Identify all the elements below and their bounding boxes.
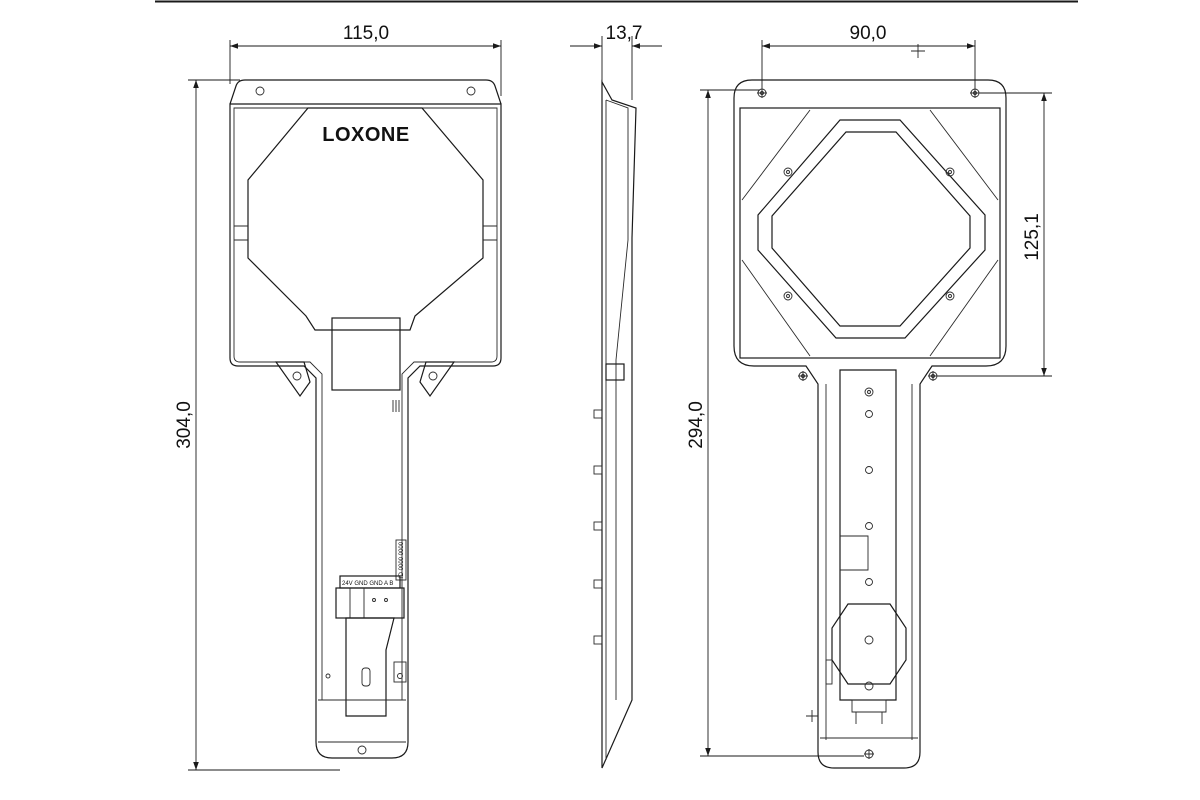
crosshair-icon [757, 88, 980, 98]
front-view: LOXONE ID 0000 0000 24V GND GND A B [229, 79, 502, 759]
front-vent-lines [392, 400, 400, 412]
terminal-block [335, 587, 405, 619]
side-view [593, 79, 637, 769]
terminal-label: 24V GND GND A B [342, 581, 393, 587]
hex-hole-icon [864, 635, 874, 645]
back-hole-spacing-dimension: 90,0 [761, 23, 976, 88]
serial-label-box [395, 539, 407, 581]
back-handle-rails [825, 384, 913, 740]
front-housing-outline [229, 103, 502, 759]
front-connector [393, 661, 407, 683]
side-clip [593, 409, 603, 419]
back-outer-diamond [757, 119, 986, 339]
front-right-flange [419, 361, 456, 398]
side-depth-label: 13,7 [606, 23, 643, 44]
side-depth-dimension: 13,7 [570, 23, 662, 100]
side-profile-inner [605, 99, 629, 760]
side-profile-outline [601, 79, 637, 769]
back-handle-notch [840, 535, 869, 571]
side-clip [593, 465, 603, 475]
side-clip [593, 579, 603, 589]
terminal-dividers [349, 588, 365, 618]
screw-icon [384, 598, 388, 602]
back-hole-vertical-label: 125,1 [1022, 213, 1043, 261]
back-height-label: 294,0 [686, 401, 707, 449]
back-hex-boss [831, 603, 907, 685]
mount-hole-icon [466, 86, 476, 96]
serial-label: ID 0000 0000 [399, 541, 405, 578]
front-height-dimension: 304,0 [174, 79, 340, 771]
front-bottom-lines [318, 699, 406, 743]
crosshair-icon [806, 710, 818, 722]
small-hole-icon [325, 673, 331, 679]
back-view [733, 44, 1007, 769]
back-bottom-clip [851, 699, 887, 724]
connector-icon [397, 673, 403, 679]
back-hole-vertical-dimension: 125,1 [938, 92, 1052, 377]
hex-hole-icon [864, 681, 874, 691]
crosshair-icon [864, 749, 874, 759]
back-hole-spacing-label: 90,0 [850, 23, 887, 44]
crosshair-icon [798, 371, 938, 381]
back-housing-outline [733, 79, 1007, 769]
mount-hole-icon [255, 86, 265, 96]
loxone-logo: LOXONE [322, 124, 409, 146]
back-handle-holes [864, 387, 874, 586]
screw-icon [372, 598, 376, 602]
front-board-tongue [345, 617, 395, 717]
side-bump [605, 363, 625, 381]
side-clip [593, 521, 603, 531]
mount-hole-icon [292, 371, 302, 381]
back-handle-channel [839, 369, 897, 701]
back-screw-group [757, 88, 980, 381]
back-panel-frame [739, 107, 1001, 359]
mount-hole-icon [428, 371, 438, 381]
front-display-window [331, 317, 401, 391]
front-slot [361, 667, 371, 687]
front-width-label: 115,0 [343, 23, 389, 44]
back-inner-diamond [771, 131, 971, 327]
front-width-dimension: 115,0 [229, 23, 502, 96]
front-height-label: 304,0 [174, 401, 195, 449]
front-housing-inner [233, 107, 498, 701]
back-corner-ribs [741, 109, 999, 357]
front-top-tab [229, 79, 502, 105]
side-clip [593, 635, 603, 645]
front-left-flange [274, 361, 311, 398]
mount-hole-icon [357, 745, 367, 755]
front-diamond-panel [247, 107, 484, 331]
front-side-notches [234, 225, 497, 241]
back-height-dimension: 294,0 [686, 89, 864, 757]
back-side-tab [825, 659, 833, 685]
